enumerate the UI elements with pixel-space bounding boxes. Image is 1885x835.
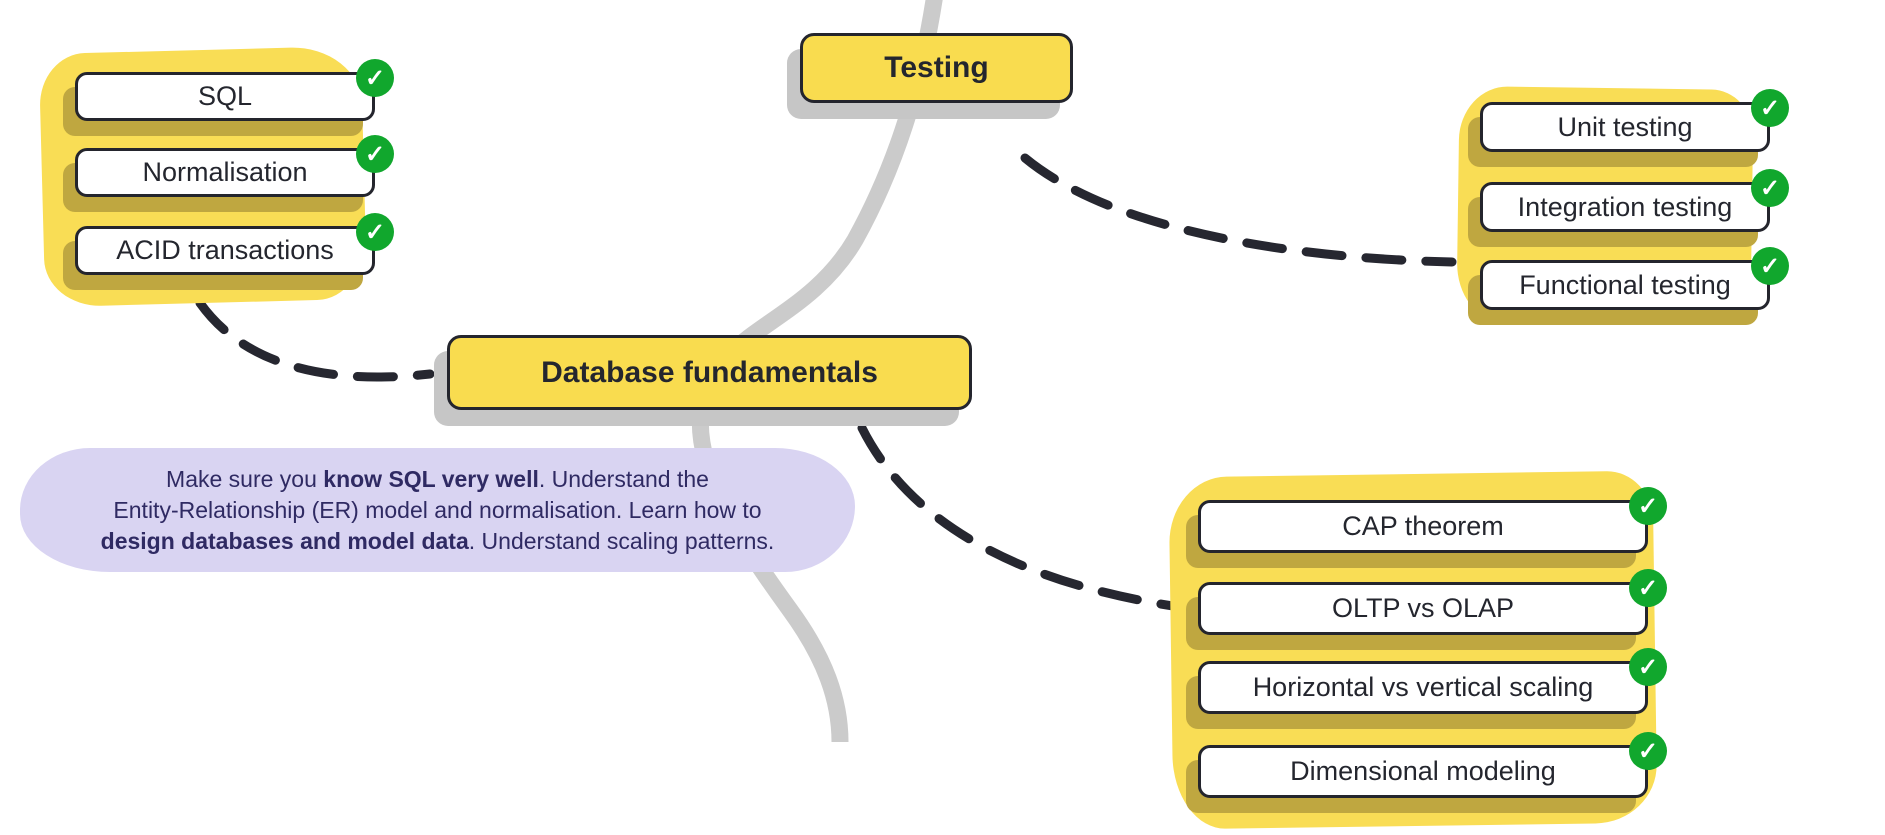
topic-label: Unit testing (1557, 111, 1693, 142)
connector-testing-to-top-right-group (1020, 153, 1457, 267)
note-line: Make sure you know SQL very well. Unders… (166, 465, 709, 492)
topic-label: SQL (197, 81, 253, 111)
node-database-fundamentals[interactable]: Database fundamentals (447, 335, 972, 410)
topic-unit-testing[interactable]: Unit testing ✓ (1480, 89, 1789, 152)
done-check-icon: ✓ (356, 213, 394, 251)
topic-label: Horizontal vs vertical scaling (1252, 672, 1594, 702)
node-label: Testing (884, 51, 989, 84)
done-check-icon: ✓ (1629, 648, 1667, 686)
done-check-icon: ✓ (356, 59, 394, 97)
done-check-icon: ✓ (1751, 89, 1789, 127)
topic-oltp-vs-olap[interactable]: OLTP vs OLAP ✓ (1198, 569, 1667, 635)
topic-dimensional-modeling[interactable]: Dimensional modeling ✓ (1198, 732, 1667, 798)
topic-label: Integration testing (1517, 191, 1733, 222)
topic-label: Dimensional modeling (1290, 756, 1556, 786)
done-check-icon: ✓ (1629, 569, 1667, 607)
topic-label: Functional testing (1519, 269, 1731, 300)
node-testing[interactable]: Testing (800, 33, 1073, 103)
done-check-icon: ✓ (1751, 169, 1789, 207)
topic-label: CAP theorem (1342, 511, 1504, 541)
topic-cap-theorem[interactable]: CAP theorem ✓ (1198, 487, 1667, 553)
done-check-icon: ✓ (1629, 487, 1667, 525)
node-label: Database fundamentals (541, 355, 878, 389)
topic-normalisation[interactable]: Normalisation ✓ (75, 135, 394, 197)
connector-left-group-to-database-fundamentals (195, 298, 435, 382)
database-fundamentals-note: Make sure you know SQL very well. Unders… (20, 448, 855, 572)
done-check-icon: ✓ (1629, 732, 1667, 770)
done-check-icon: ✓ (356, 135, 394, 173)
note-line: design databases and model data. Underst… (100, 527, 775, 554)
topic-label: OLTP vs OLAP (1331, 593, 1515, 623)
topic-integration-testing[interactable]: Integration testing ✓ (1480, 169, 1789, 232)
done-check-icon: ✓ (1751, 247, 1789, 285)
topic-label: ACID transactions (116, 235, 334, 265)
topic-functional-testing[interactable]: Functional testing ✓ (1480, 247, 1789, 310)
connector-database-fundamentals-to-bottom-right-group (857, 423, 1185, 612)
topic-label: Normalisation (142, 157, 308, 187)
topic-sql[interactable]: SQL ✓ (75, 59, 394, 121)
topic-acid-transactions[interactable]: ACID transactions ✓ (75, 213, 394, 275)
note-line: Entity-Relationship (ER) model and norma… (113, 496, 762, 523)
topic-horizontal-vs-vertical-scaling[interactable]: Horizontal vs vertical scaling ✓ (1198, 648, 1667, 714)
